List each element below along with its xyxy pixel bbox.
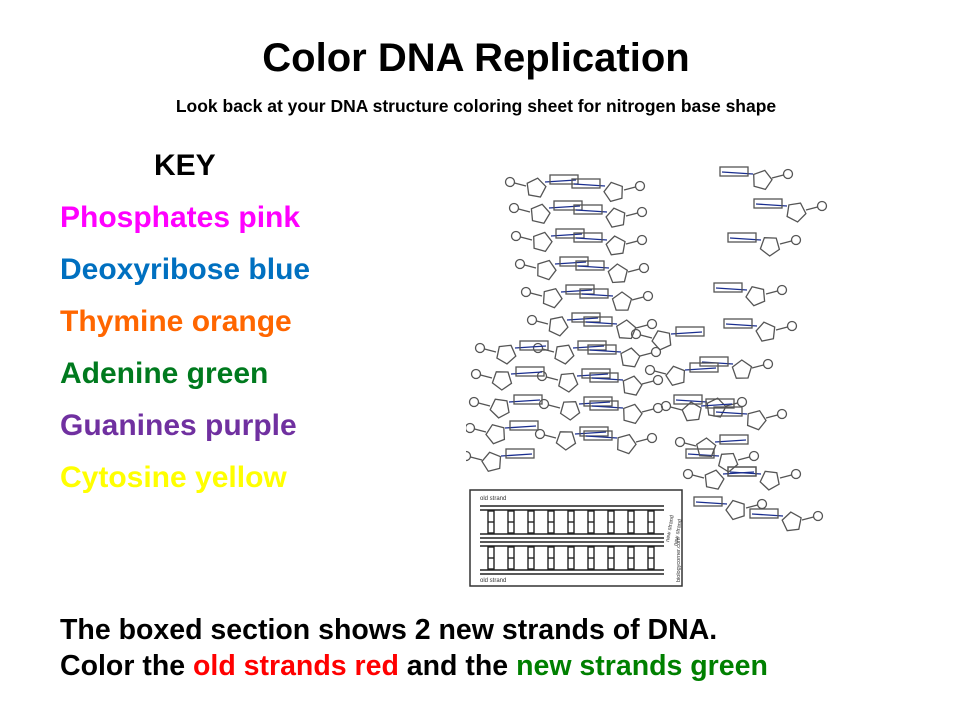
key-item-deoxyribose: Deoxyribose blue (60, 253, 311, 286)
nucleotide-center-2 (660, 398, 735, 422)
nucleotide-right-8 (685, 448, 760, 473)
key-heading: KEY (154, 149, 216, 182)
ladder-top (480, 505, 664, 539)
new-strands-text: new strands green (516, 650, 768, 682)
nucleotide-right-7 (713, 406, 788, 431)
instruction-line-2: Color the old strands red and the new st… (60, 648, 940, 684)
key-item-phosphates: Phosphates pink (60, 201, 301, 234)
instruction-text-c: and the (398, 650, 517, 682)
key-item-guanines: Guanines purple (60, 409, 297, 442)
nucleotide-center-4 (682, 466, 757, 490)
nucleotide-mid-1 (573, 204, 648, 228)
nucleotide-drawings (466, 166, 828, 532)
key-item-adenine: Adenine green (60, 357, 269, 390)
nucleotide-fork-left-3 (466, 420, 539, 445)
nucleotide-fork-left-2 (468, 394, 543, 419)
ladder-strands (480, 505, 664, 575)
nucleotide-left-0 (504, 174, 579, 198)
nucleotide-center-1 (644, 362, 719, 387)
nucleotide-right-4 (723, 318, 798, 342)
nucleotide-right-3 (713, 282, 788, 307)
instruction-text-a: Color the (60, 650, 193, 682)
nucleotide-mid-7 (589, 372, 664, 396)
nucleotide-fork-left-4 (466, 448, 535, 473)
nucleotide-left-2 (510, 228, 585, 253)
nucleotide-mid-8 (589, 400, 664, 425)
key-item-thymine: Thymine orange (60, 305, 292, 338)
nucleotide-center-3 (674, 434, 749, 458)
nucleotide-right-5 (699, 356, 774, 379)
nucleotide-right-11 (749, 508, 824, 532)
new-strand-label-a: new strand (665, 515, 676, 543)
nucleotide-mid-5 (583, 316, 658, 340)
new-strand-label-b: new strand (673, 519, 684, 547)
boxed-section: old strand old strand new strand new str… (469, 489, 684, 587)
ladder-bottom (480, 541, 664, 575)
nucleotide-mid-9 (583, 430, 658, 455)
credit-label: biologycorner.com (676, 537, 682, 582)
nucleotide-right-2 (727, 232, 802, 257)
nucleotide-right-10 (693, 496, 768, 521)
nucleotide-mid-3 (575, 260, 650, 284)
nucleotide-right-1 (753, 198, 828, 223)
page-title: Color DNA Replication (262, 36, 690, 80)
nucleotide-center-0 (630, 326, 705, 351)
nucleotide-fork-left-1 (470, 366, 545, 391)
nucleotide-left-1 (508, 200, 583, 224)
nucleotide-fork-left-0 (474, 340, 549, 365)
instructions: The boxed section shows 2 new strands of… (60, 612, 940, 684)
nucleotide-right-0 (719, 166, 794, 191)
old-strand-label-bottom: old strand (480, 578, 506, 584)
nucleotide-mid-2 (573, 232, 648, 256)
old-strand-label-top: old strand (480, 496, 506, 502)
key-item-cytosine: Cytosine yellow (60, 461, 287, 494)
nucleotide-mid-6 (587, 344, 662, 368)
dna-replication-diagram: old strand old strand new strand new str… (466, 166, 828, 587)
nucleotide-mid-4 (579, 288, 654, 311)
old-strands-text: old strands red (193, 650, 399, 682)
page-subtitle: Look back at your DNA structure coloring… (175, 96, 777, 116)
nucleotide-right-9 (727, 466, 802, 491)
instruction-line-1: The boxed section shows 2 new strands of… (60, 614, 718, 646)
color-key: KEY Phosphates pink Deoxyribose blue Thy… (60, 140, 460, 504)
nucleotide-mid-0 (571, 178, 646, 203)
